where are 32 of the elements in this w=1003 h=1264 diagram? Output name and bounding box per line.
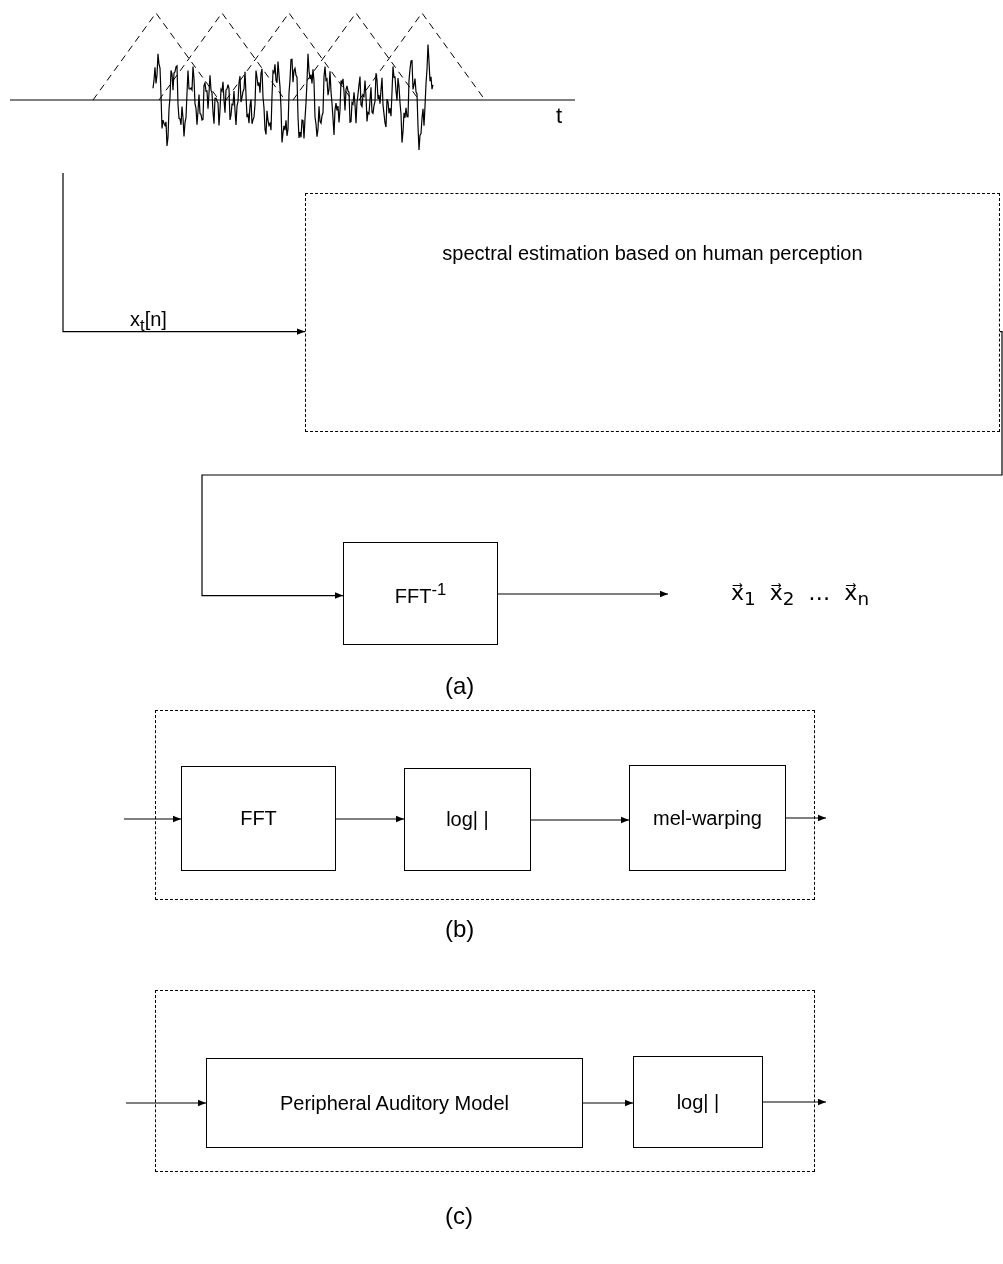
arrow [530,816,630,824]
block-label: Peripheral Auditory Model [280,1091,509,1115]
process-box [629,765,786,871]
process-box [181,766,336,871]
panel-label: (a) [445,672,475,700]
block-label: mel-warping [653,806,762,830]
arrow [785,814,827,822]
arrow [123,815,182,823]
arrow [497,590,669,598]
dashed-block-box [305,193,1000,432]
block-label: FFT$^{-1}$ [394,579,447,608]
arrow [125,1099,207,1107]
process-box [633,1056,763,1148]
dashed-block-box [155,990,815,1172]
output-vectors-text: x⃗$_{1}$ x⃗$_{2}$ … x⃗$_{n}$ [731,580,869,610]
arrow [62,172,306,335]
axis-label: t [556,103,563,129]
process-box [343,542,498,645]
panel-label: (c) [445,1202,473,1230]
arrow [762,1098,827,1106]
panel-label: (b) [445,915,475,943]
arrow [335,815,405,823]
block-label: log| | [446,808,489,831]
arrow [201,331,1003,599]
block-label: spectral estimation based on human perception [442,242,863,265]
edge-label: x$_{t}$[n] [130,307,167,336]
process-box [206,1058,583,1148]
block-label: log| | [676,1090,720,1114]
block-label: FFT [240,807,277,830]
dashed-block-box [155,710,815,900]
process-box [404,768,531,871]
arrow [582,1099,634,1107]
